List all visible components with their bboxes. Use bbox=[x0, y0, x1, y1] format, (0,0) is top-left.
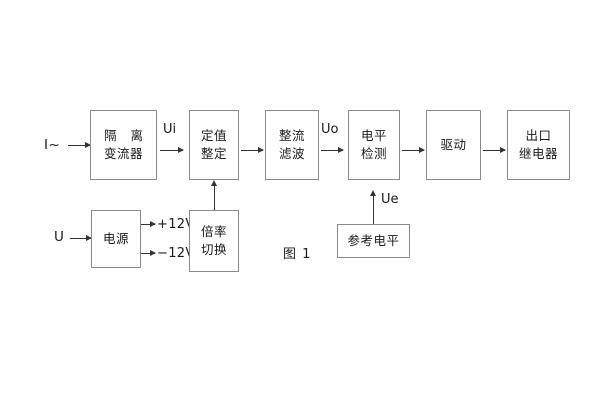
block-multiplier-switch: 倍率 切换 bbox=[189, 210, 239, 272]
block-power-supply: 电源 bbox=[91, 210, 141, 268]
block-level-detection-line2: 检测 bbox=[360, 146, 387, 161]
block-driver: 驱动 bbox=[426, 110, 481, 180]
block-driver-line1: 驱动 bbox=[440, 136, 467, 152]
block-isolation-transformer: 隔 离 变流器 bbox=[90, 110, 157, 180]
block-setpoint-adjustment: 定值 整定 bbox=[189, 110, 239, 180]
arrow-multiplier-to-setpoint bbox=[211, 180, 217, 210]
block-output-relay-line1: 出口 bbox=[525, 127, 552, 143]
arrow-rail-negative bbox=[141, 250, 156, 256]
arrow-reference-to-level-detection bbox=[370, 190, 376, 224]
rail-label-negative: −12V bbox=[157, 246, 195, 261]
block-multiplier-switch-line1: 倍率 bbox=[200, 223, 227, 239]
block-output-relay-line2: 继电器 bbox=[518, 146, 558, 161]
block-output-relay: 出口 继电器 bbox=[507, 110, 570, 180]
input-label-current: I~ bbox=[44, 137, 61, 153]
figure-caption: 图 1 bbox=[283, 247, 312, 262]
block-reference-level: 参考电平 bbox=[337, 224, 410, 258]
block-level-detection: 电平 检测 bbox=[348, 110, 400, 180]
signal-label-ue: Ue bbox=[381, 192, 399, 207]
arrow-isolation-to-setpoint bbox=[160, 147, 184, 153]
block-reference-level-line1: 参考电平 bbox=[347, 232, 400, 248]
arrow-voltage-to-power-supply bbox=[70, 235, 92, 241]
block-rectifier-filter-line1: 整流 bbox=[278, 127, 305, 143]
signal-label-ui: Ui bbox=[163, 122, 177, 137]
arrow-current-to-isolation bbox=[68, 142, 91, 148]
block-isolation-transformer-line2: 变流器 bbox=[103, 146, 143, 161]
arrow-rectifier-to-level-detection bbox=[321, 147, 344, 153]
block-level-detection-line1: 电平 bbox=[360, 127, 387, 143]
arrow-rail-positive bbox=[141, 221, 156, 227]
block-rectifier-filter: 整流 滤波 bbox=[265, 110, 319, 180]
arrow-setpoint-to-rectifier bbox=[241, 147, 264, 153]
input-label-voltage: U bbox=[54, 229, 65, 245]
block-multiplier-switch-line2: 切换 bbox=[200, 242, 227, 257]
block-rectifier-filter-line2: 滤波 bbox=[278, 146, 305, 161]
block-setpoint-adjustment-line1: 定值 bbox=[200, 127, 227, 143]
rail-label-positive: +12V bbox=[157, 217, 195, 232]
arrow-driver-to-output-relay bbox=[483, 147, 506, 153]
block-setpoint-adjustment-line2: 整定 bbox=[200, 146, 227, 161]
signal-label-uo: Uo bbox=[321, 122, 339, 137]
block-isolation-transformer-line1: 隔 离 bbox=[104, 127, 148, 143]
block-power-supply-line1: 电源 bbox=[102, 230, 129, 246]
arrow-level-detection-to-driver bbox=[402, 147, 425, 153]
